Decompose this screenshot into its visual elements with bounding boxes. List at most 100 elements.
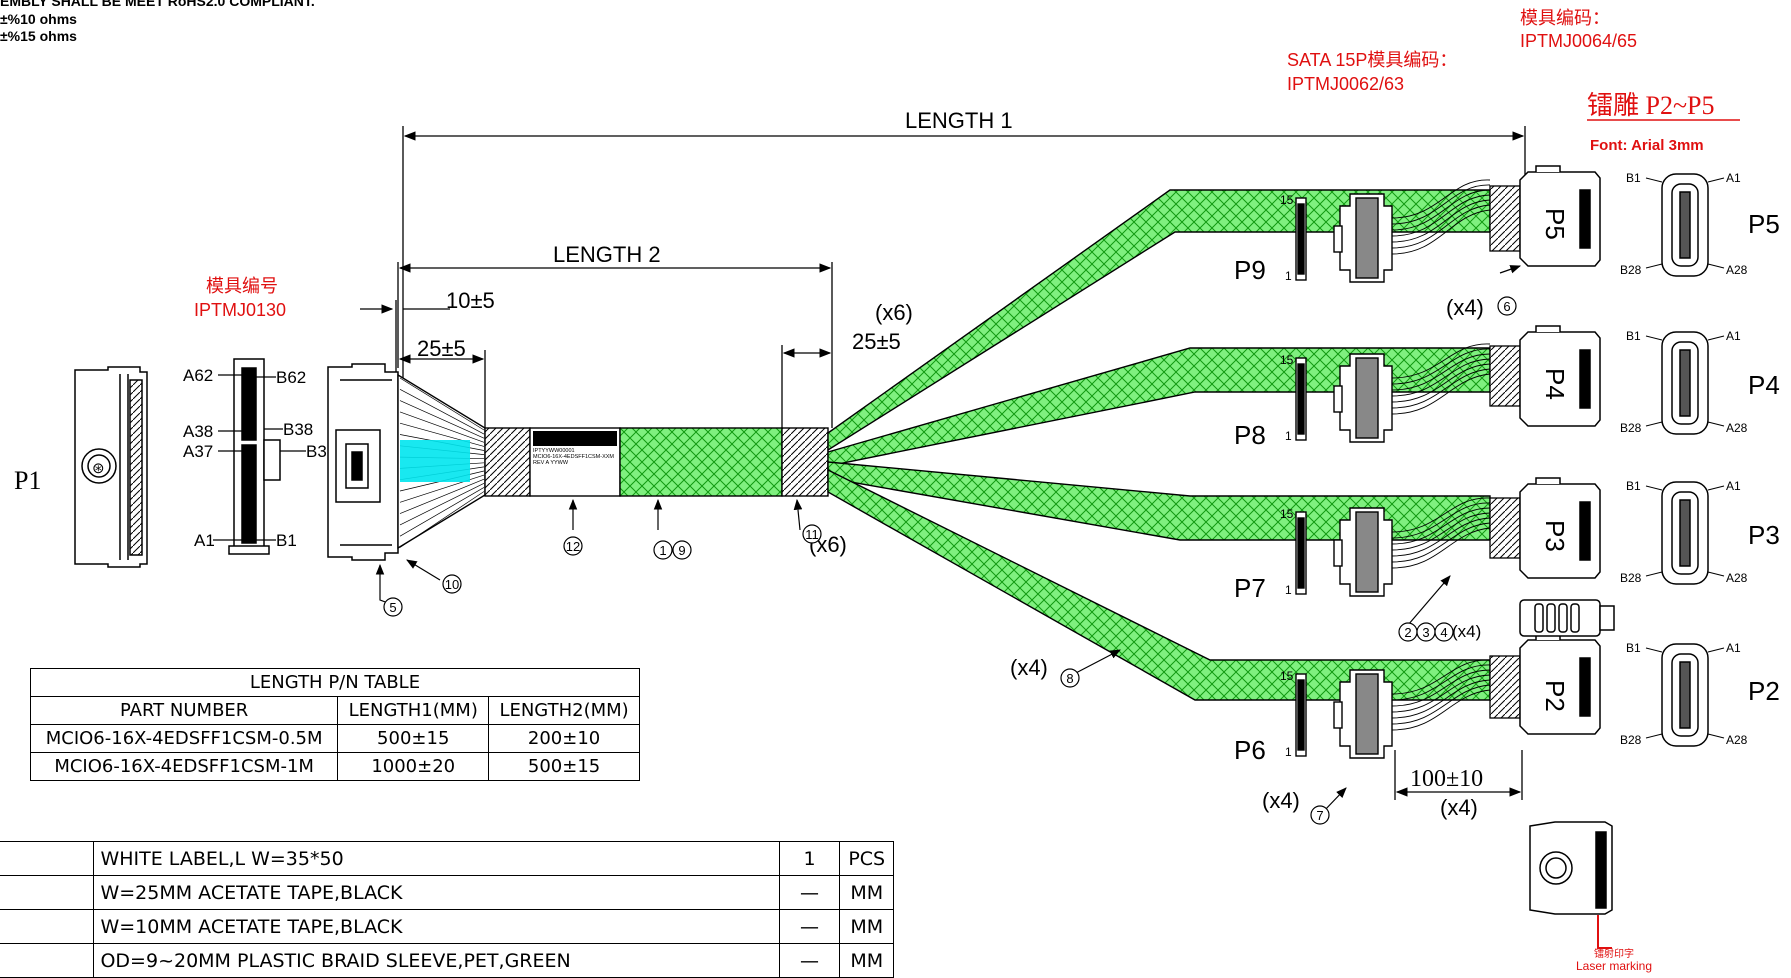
bom-qty: 1 <box>778 841 841 876</box>
sata-connector <box>1295 659 1491 759</box>
bom-desc: OD=9~20MM PLASTIC BRAID SLEEVE,PET,GREEN <box>93 943 780 978</box>
bom-qty: — <box>778 875 841 910</box>
bom-unit: MM <box>839 909 894 944</box>
dimension-text: LENGTH 1 LENGTH 2 10±5 25±5 (x6) 25±5 (x… <box>417 108 1483 820</box>
bom-unit: PCS <box>839 841 894 876</box>
dim-100: 100±10 <box>1410 766 1483 792</box>
callout-circle-3: 3 <box>1416 622 1436 642</box>
front-pin-b1: B1 <box>1626 641 1641 655</box>
side-connector <box>1519 325 1601 427</box>
red-labels: 模具编码： IPTMJ0064/65 SATA 15P模具编码： IPTMJ00… <box>194 8 1715 973</box>
callout-x4-7: (x4) <box>1262 788 1300 813</box>
callout-number: 3 <box>1422 625 1429 640</box>
front-pin-b28: B28 <box>1620 733 1642 747</box>
p2-right-label: P2 <box>1748 676 1780 706</box>
sata-pin-1: 1 <box>1285 269 1292 283</box>
laser-en: Laser marking <box>1576 959 1652 973</box>
front-pin-a28: A28 <box>1726 571 1748 585</box>
p1-connector-front: ⊛ <box>74 366 148 568</box>
table-cell: 200±10 <box>488 724 640 753</box>
table-row: WHITE LABEL,L W=35*50 1 PCS <box>0 841 894 876</box>
p3-right-label: P3 <box>1748 520 1780 550</box>
p2-side-label: P2 <box>1540 680 1570 712</box>
front-connector <box>1661 481 1709 585</box>
p9-label: P9 <box>1234 255 1266 285</box>
bom-desc: WHITE LABEL,L W=35*50 <box>93 841 780 876</box>
front-pin-a1: A1 <box>1726 641 1741 655</box>
front-connector <box>1661 173 1709 277</box>
bom-table: WHITE LABEL,L W=35*50 1 PCS W=25MM ACETA… <box>0 841 894 978</box>
sata-pin-15: 15 <box>1280 669 1294 683</box>
table-row: W=25MM ACETATE TAPE,BLACK — MM <box>0 875 894 910</box>
mold-code-right: IPTMJ0064/65 <box>1520 31 1637 51</box>
mold-title-right: 模具编码： <box>1520 8 1610 28</box>
callout-x4-8: (x4) <box>1010 655 1048 680</box>
tape-25-left <box>484 427 531 497</box>
bom-blank <box>0 909 95 944</box>
bom-unit: MM <box>839 943 894 978</box>
tape-25-right <box>781 427 829 497</box>
pin-b62: B62 <box>276 368 306 387</box>
callout-number: 5 <box>389 600 396 615</box>
callouts <box>375 265 1522 813</box>
table-cell: 500±15 <box>488 752 640 781</box>
label-barcode <box>533 431 617 446</box>
front-pin-b1: B1 <box>1626 479 1641 493</box>
sata-connector <box>1295 497 1491 597</box>
callout-circle-9: 9 <box>672 540 692 560</box>
callout-circle-11: 11 <box>802 524 822 544</box>
p1-pin-view <box>228 358 281 555</box>
callout-number: 6 <box>1503 299 1510 314</box>
length-pn-table: LENGTH P/N TABLE PART NUMBER LENGTH1(MM)… <box>29 668 640 781</box>
table-cell: MCIO6-16X-4EDSFF1CSM-0.5M <box>29 724 339 753</box>
callout-number: 10 <box>445 577 459 592</box>
callout-circle-7: 7 <box>1310 805 1330 825</box>
sata-pin-15: 15 <box>1280 193 1294 207</box>
callout-circle-1: 1 <box>653 540 673 560</box>
font-note: Font: Arial 3mm <box>1590 137 1704 154</box>
p5-side-label: P5 <box>1540 208 1570 240</box>
length-table-header: LENGTH1(MM) <box>337 696 490 725</box>
dim-25-right: 25±5 <box>852 329 901 354</box>
front-pin-a28: A28 <box>1726 263 1748 277</box>
callout-circle-6: 6 <box>1497 296 1517 316</box>
front-pin-a28: A28 <box>1726 421 1748 435</box>
p8-label: P8 <box>1234 420 1266 450</box>
bom-qty: — <box>778 909 841 944</box>
label-text: IPTYYWW00001 MCIO6-16X-4EDSFF1CSM-XXM RE… <box>533 448 614 466</box>
svg-text:⊛: ⊛ <box>92 461 105 477</box>
pin-a37: A37 <box>183 442 213 461</box>
label-line-3: REV A YYWW <box>533 460 569 466</box>
front-pin-a1: A1 <box>1726 171 1741 185</box>
callout-circle-8: 8 <box>1060 668 1080 688</box>
front-pin-b1: B1 <box>1626 171 1641 185</box>
dim-25-left: 25±5 <box>417 336 466 361</box>
pin-a38: A38 <box>183 422 213 441</box>
connector-labels: P5 P4 P3 P2 P9 P8 P7 P6 <box>1234 209 1780 765</box>
side-connector <box>1519 165 1601 267</box>
callout-number: 1 <box>659 543 666 558</box>
sata-mold-code: IPTMJ0062/63 <box>1287 74 1404 94</box>
bom-desc: W=10MM ACETATE TAPE,BLACK <box>93 909 780 944</box>
callout-number: 12 <box>566 539 580 554</box>
dimension-lines <box>360 126 1526 800</box>
p3-side-label: P3 <box>1540 520 1570 552</box>
label-line-2: MCIO6-16X-4EDSFF1CSM-XXM <box>533 454 614 460</box>
callout-number: 7 <box>1316 808 1323 823</box>
bom-blank <box>0 841 95 876</box>
engrave-label: 镭雕 P2~P5 <box>1587 91 1715 120</box>
laser-cn: 镭射印字 <box>1594 947 1634 960</box>
pin-b38: B38 <box>283 420 313 439</box>
p1-label: P1 <box>14 466 41 495</box>
bom-blank <box>0 875 95 910</box>
laser-leader <box>1597 915 1612 949</box>
front-pin-a1: A1 <box>1726 479 1741 493</box>
pin-a62: A62 <box>183 366 213 385</box>
table-row: MCIO6-16X-4EDSFF1CSM-1M 1000±20 500±15 <box>29 752 640 781</box>
table-cell: MCIO6-16X-4EDSFF1CSM-1M <box>29 752 339 781</box>
end-tapes <box>1489 185 1521 719</box>
notes: EMBLY SHALL BE MEET RoHS2.0 COMPLIANT. ±… <box>0 0 315 44</box>
length-table-header: PART NUMBER <box>29 696 339 725</box>
p1-pin-leaders <box>213 374 306 541</box>
